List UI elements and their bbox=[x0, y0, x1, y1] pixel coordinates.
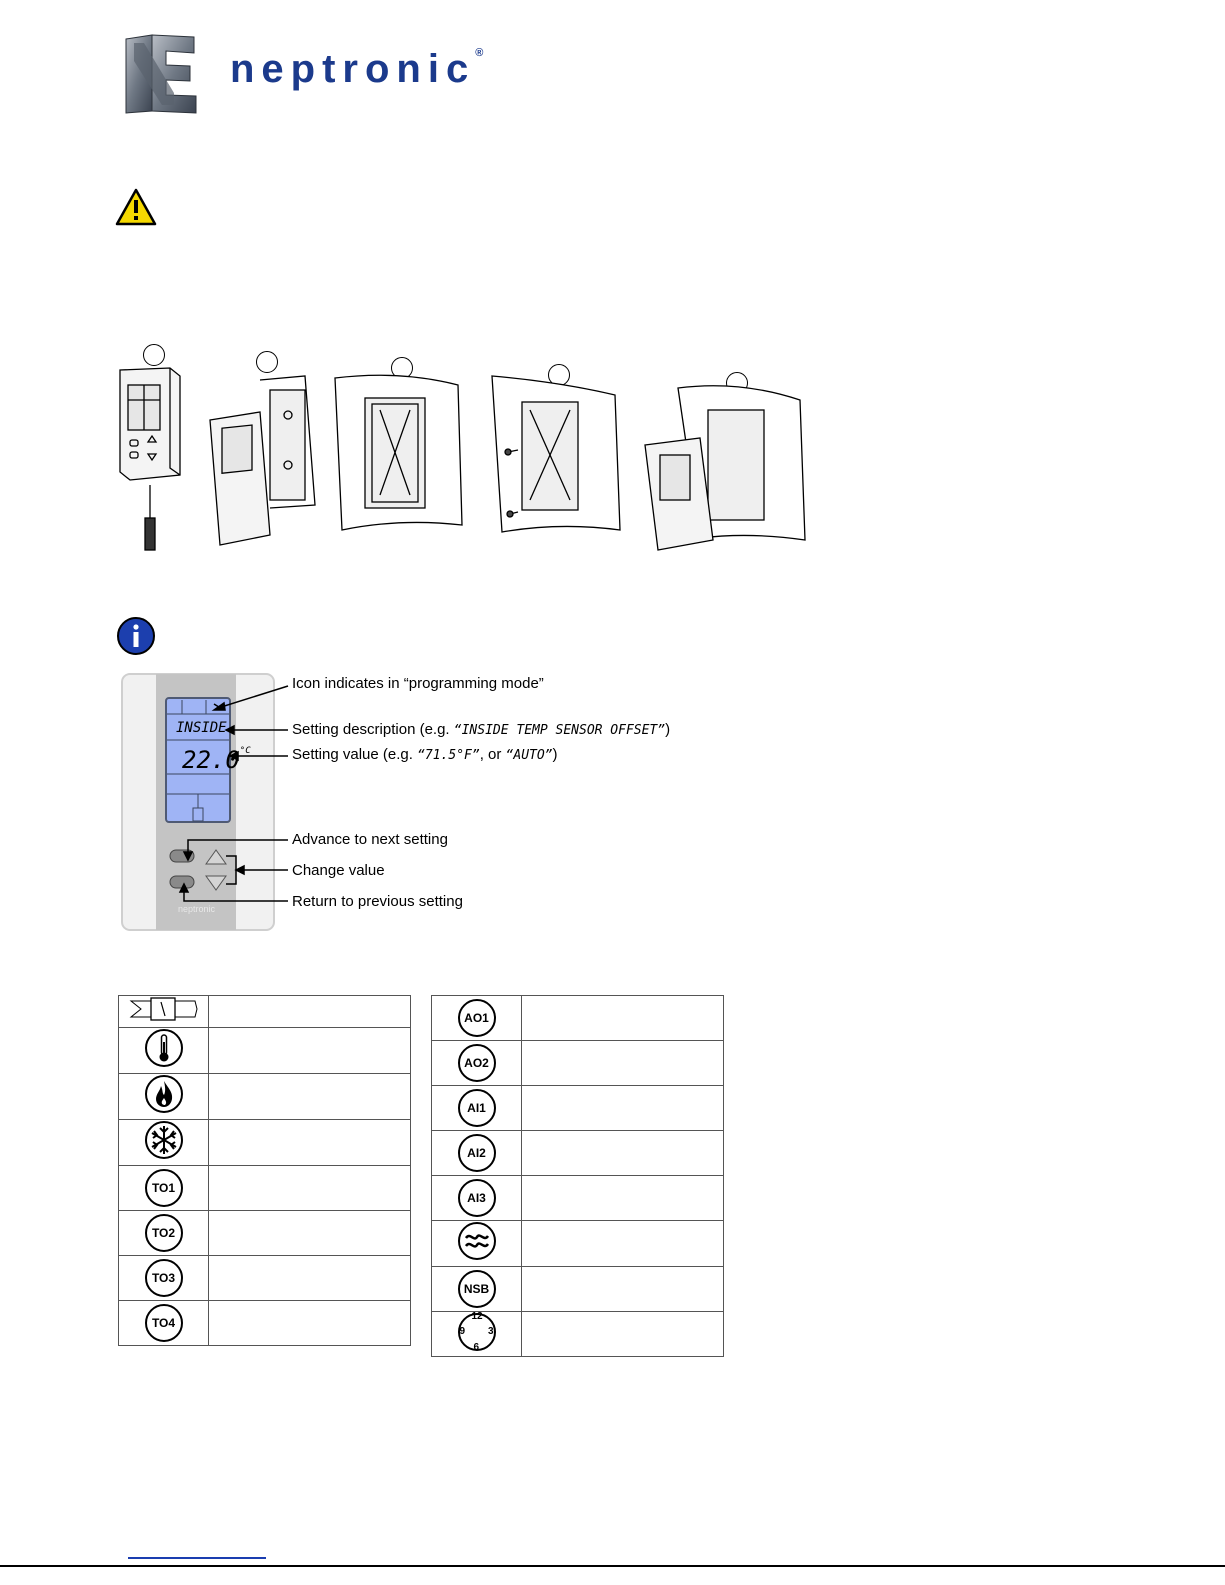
table-row: TO2 bbox=[118, 1210, 411, 1256]
wave-icon bbox=[457, 1222, 496, 1260]
symbol-description bbox=[521, 1175, 724, 1221]
installation-steps bbox=[110, 340, 810, 555]
lcd-value: 22.0°C bbox=[182, 746, 251, 774]
ao1-icon: AO1 bbox=[457, 999, 496, 1037]
table-row bbox=[118, 1027, 411, 1074]
table-row: TO4 bbox=[118, 1300, 411, 1346]
symbol-cell bbox=[118, 1073, 209, 1120]
callout-change-value: Change value bbox=[292, 862, 385, 879]
symbol-description bbox=[208, 995, 411, 1028]
table-row: AI1 bbox=[431, 1085, 724, 1131]
callout-setting-description: Setting description (e.g. “INSIDE TEMP S… bbox=[292, 721, 671, 738]
clock-number: 9 bbox=[459, 1325, 466, 1337]
symbol-table-right: AO1 AO2 AI1 AI2 AI3 NSB 12 bbox=[431, 995, 724, 1357]
symbol-cell: 12 3 6 9 bbox=[431, 1310, 522, 1357]
to2-icon: TO2 bbox=[144, 1214, 183, 1252]
symbol-description bbox=[208, 1165, 411, 1211]
step-marker bbox=[143, 344, 165, 366]
to1-icon: TO1 bbox=[144, 1169, 183, 1207]
ai3-icon: AI3 bbox=[457, 1179, 496, 1217]
clock-number: 6 bbox=[473, 1341, 480, 1353]
installation-illustration bbox=[119, 367, 806, 551]
symbol-cell: AI1 bbox=[431, 1085, 522, 1131]
table-row: AI2 bbox=[431, 1130, 724, 1176]
callout-example: “71.5°F” bbox=[417, 748, 480, 763]
symbol-cell bbox=[118, 1027, 209, 1074]
symbol-description bbox=[208, 1027, 411, 1074]
callout-arrows bbox=[178, 685, 289, 902]
logo-mark-icon bbox=[125, 34, 197, 114]
clock-icon: 12 3 6 9 bbox=[457, 1310, 496, 1353]
faceplate-brand: neptronic bbox=[178, 904, 216, 914]
symbol-description bbox=[521, 1040, 724, 1086]
callout-return: Return to previous setting bbox=[292, 893, 463, 910]
symbol-cell bbox=[431, 1220, 522, 1267]
lcd-unit: °C bbox=[239, 746, 251, 756]
table-row: TO3 bbox=[118, 1255, 411, 1301]
table-row bbox=[118, 995, 411, 1028]
table-row: TO1 bbox=[118, 1165, 411, 1211]
symbol-cell bbox=[118, 1119, 209, 1166]
symbol-description bbox=[521, 995, 724, 1041]
symbol-description bbox=[521, 1085, 724, 1131]
symbol-description bbox=[521, 1311, 724, 1357]
callout-programming-mode: Icon indicates in “programming mode” bbox=[292, 675, 544, 692]
symbol-cell: AO1 bbox=[431, 995, 522, 1041]
clock-number: 3 bbox=[487, 1325, 494, 1337]
symbol-description bbox=[521, 1130, 724, 1176]
symbol-cell: TO1 bbox=[118, 1165, 209, 1211]
brand-wordmark: neptronic® bbox=[230, 47, 484, 91]
symbol-cell: AI3 bbox=[431, 1175, 522, 1221]
callout-setting-value: Setting value (e.g. “71.5°F”, or “AUTO”) bbox=[292, 746, 558, 763]
symbol-table-left: TO1 TO2 TO3 TO4 bbox=[118, 995, 411, 1346]
thermometer-icon bbox=[144, 1029, 183, 1067]
ai1-icon: AI1 bbox=[457, 1089, 496, 1127]
ao2-icon: AO2 bbox=[457, 1044, 496, 1082]
table-row: AO2 bbox=[431, 1040, 724, 1086]
callout-example: “INSIDE TEMP SENSOR OFFSET” bbox=[453, 723, 666, 738]
symbol-description bbox=[521, 1220, 724, 1267]
flame-icon bbox=[144, 1075, 183, 1113]
footer-rule bbox=[0, 1565, 1225, 1567]
symbol-description bbox=[208, 1073, 411, 1120]
symbol-cell: AO2 bbox=[431, 1040, 522, 1086]
snowflake-icon bbox=[144, 1121, 183, 1159]
symbol-description bbox=[208, 1119, 411, 1166]
symbol-cell: AI2 bbox=[431, 1130, 522, 1176]
step-marker bbox=[256, 351, 278, 373]
symbol-description bbox=[521, 1266, 724, 1312]
symbol-description bbox=[208, 1210, 411, 1256]
info-icon bbox=[117, 617, 155, 655]
table-row: 12 3 6 9 bbox=[431, 1310, 724, 1357]
callout-advance: Advance to next setting bbox=[292, 831, 448, 848]
ai2-icon: AI2 bbox=[457, 1134, 496, 1172]
symbol-cell: TO4 bbox=[118, 1300, 209, 1346]
registered-mark: ® bbox=[475, 47, 484, 59]
symbol-description bbox=[208, 1300, 411, 1346]
symbol-description bbox=[208, 1255, 411, 1301]
symbol-cell: TO2 bbox=[118, 1210, 209, 1256]
symbol-cell: TO3 bbox=[118, 1255, 209, 1301]
table-row bbox=[431, 1220, 724, 1267]
table-row: AO1 bbox=[431, 995, 724, 1041]
brand-logo: neptronic® bbox=[122, 33, 512, 115]
lcd-description: INSIDE bbox=[176, 720, 227, 736]
clock-number: 12 bbox=[471, 1310, 483, 1322]
to3-icon: TO3 bbox=[144, 1259, 183, 1297]
symbol-cell bbox=[118, 995, 209, 1028]
warning-triangle-icon bbox=[115, 188, 157, 226]
to4-icon: TO4 bbox=[144, 1304, 183, 1342]
footer-link-underline[interactable] bbox=[128, 1557, 266, 1559]
table-row bbox=[118, 1119, 411, 1166]
nsb-icon: NSB bbox=[457, 1270, 496, 1308]
symbol-cell: NSB bbox=[431, 1266, 522, 1312]
table-row bbox=[118, 1073, 411, 1120]
valve-icon bbox=[129, 997, 198, 1021]
table-row: AI3 bbox=[431, 1175, 724, 1221]
callout-example: “AUTO” bbox=[505, 748, 553, 763]
table-row: NSB bbox=[431, 1266, 724, 1312]
